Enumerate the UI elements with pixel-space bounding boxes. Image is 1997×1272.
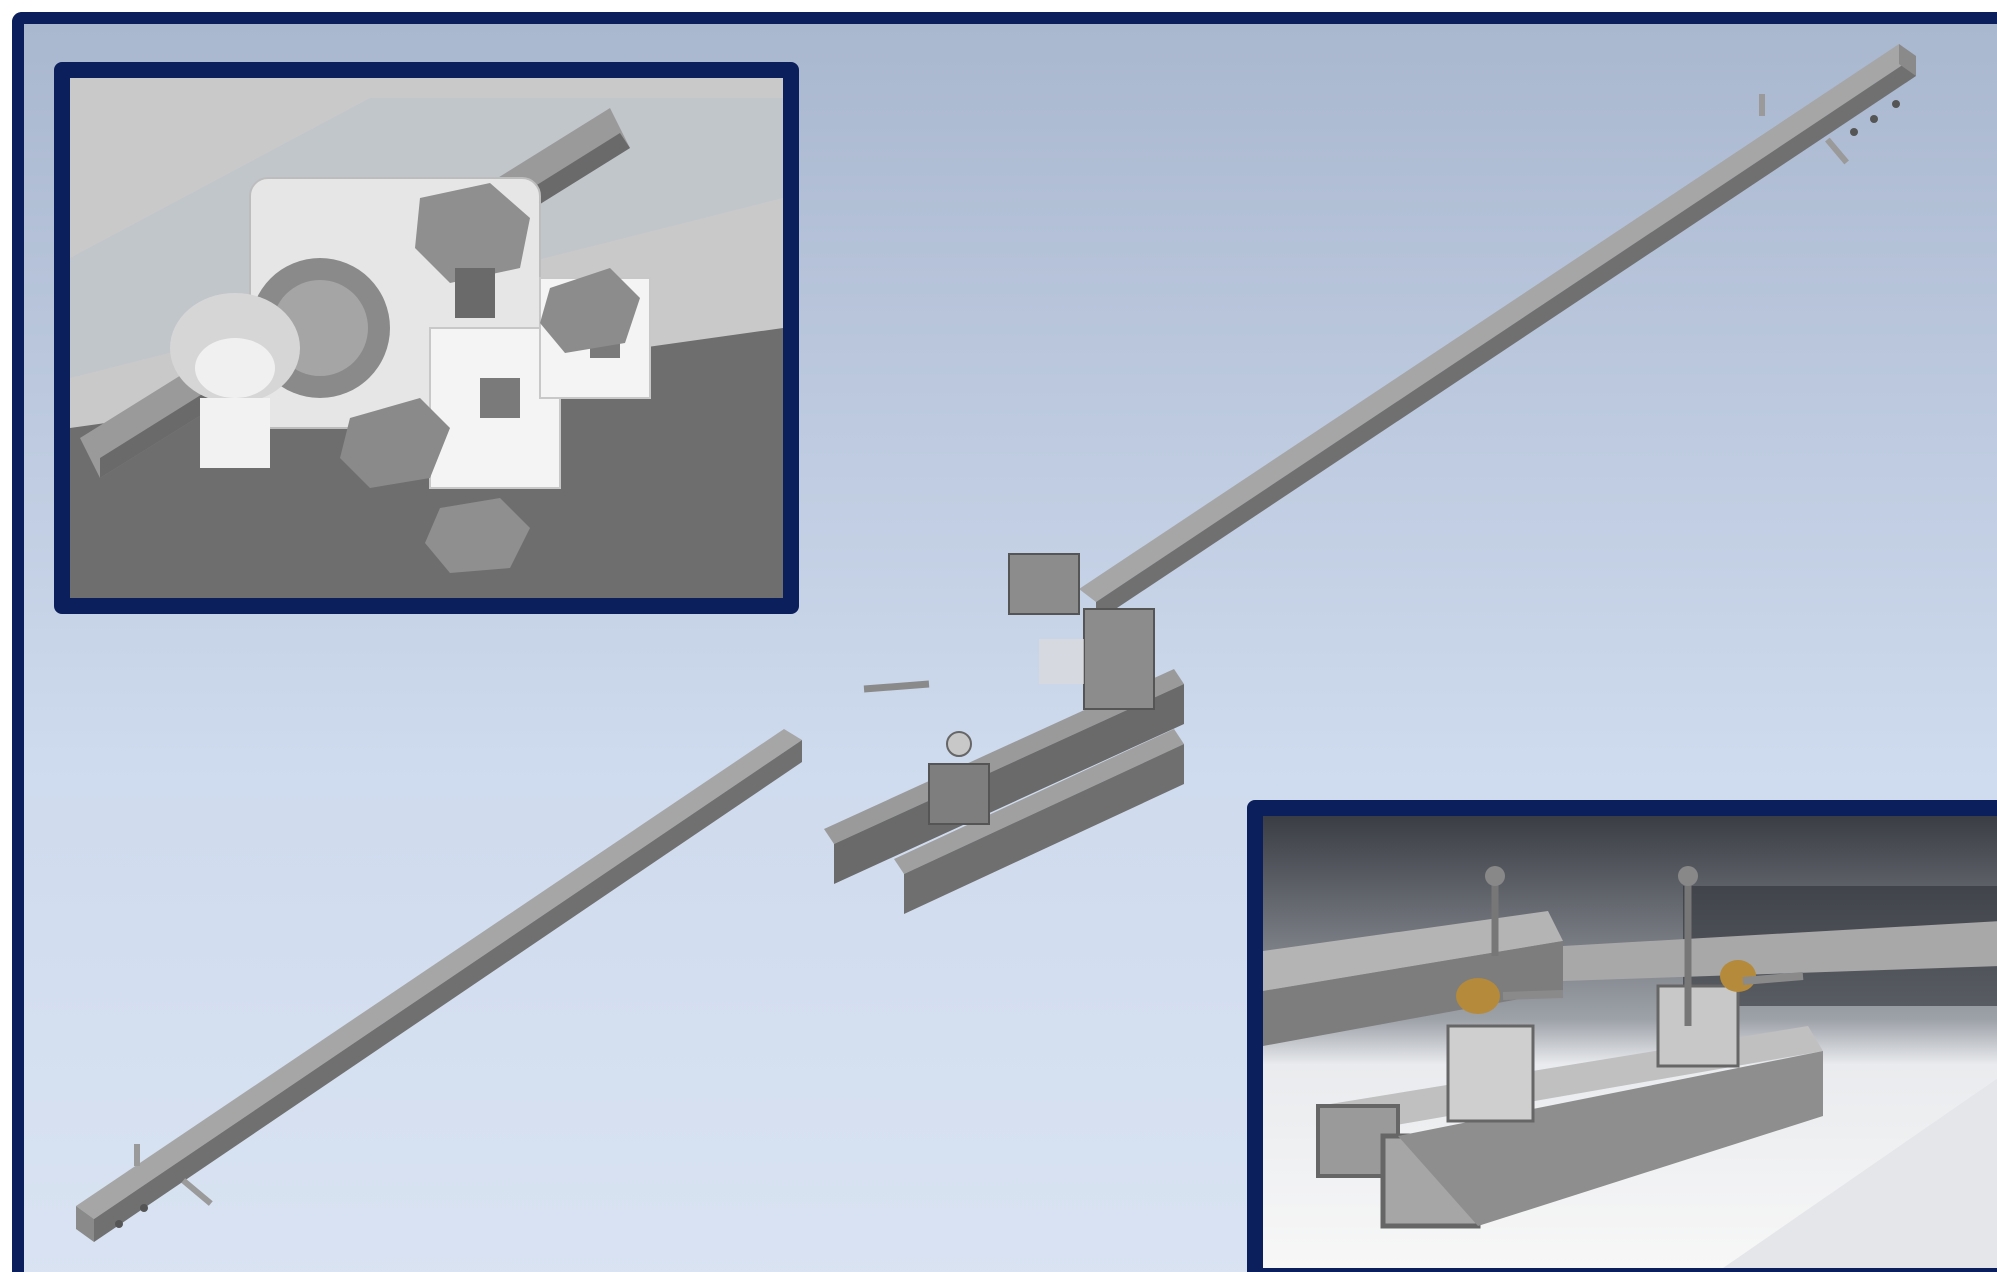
central-clamp-assembly xyxy=(824,553,1184,914)
product-photo-inset xyxy=(1247,800,1997,1272)
clamp-photo-image xyxy=(1263,816,1997,1268)
cad-rendering-scene xyxy=(24,24,1997,1272)
cad-detail-inset xyxy=(54,62,799,614)
square-tube-upper xyxy=(1079,44,1916,622)
square-tube-lower xyxy=(76,729,802,1242)
main-frame xyxy=(12,12,1997,1272)
cad-cutaway-image xyxy=(70,78,783,598)
